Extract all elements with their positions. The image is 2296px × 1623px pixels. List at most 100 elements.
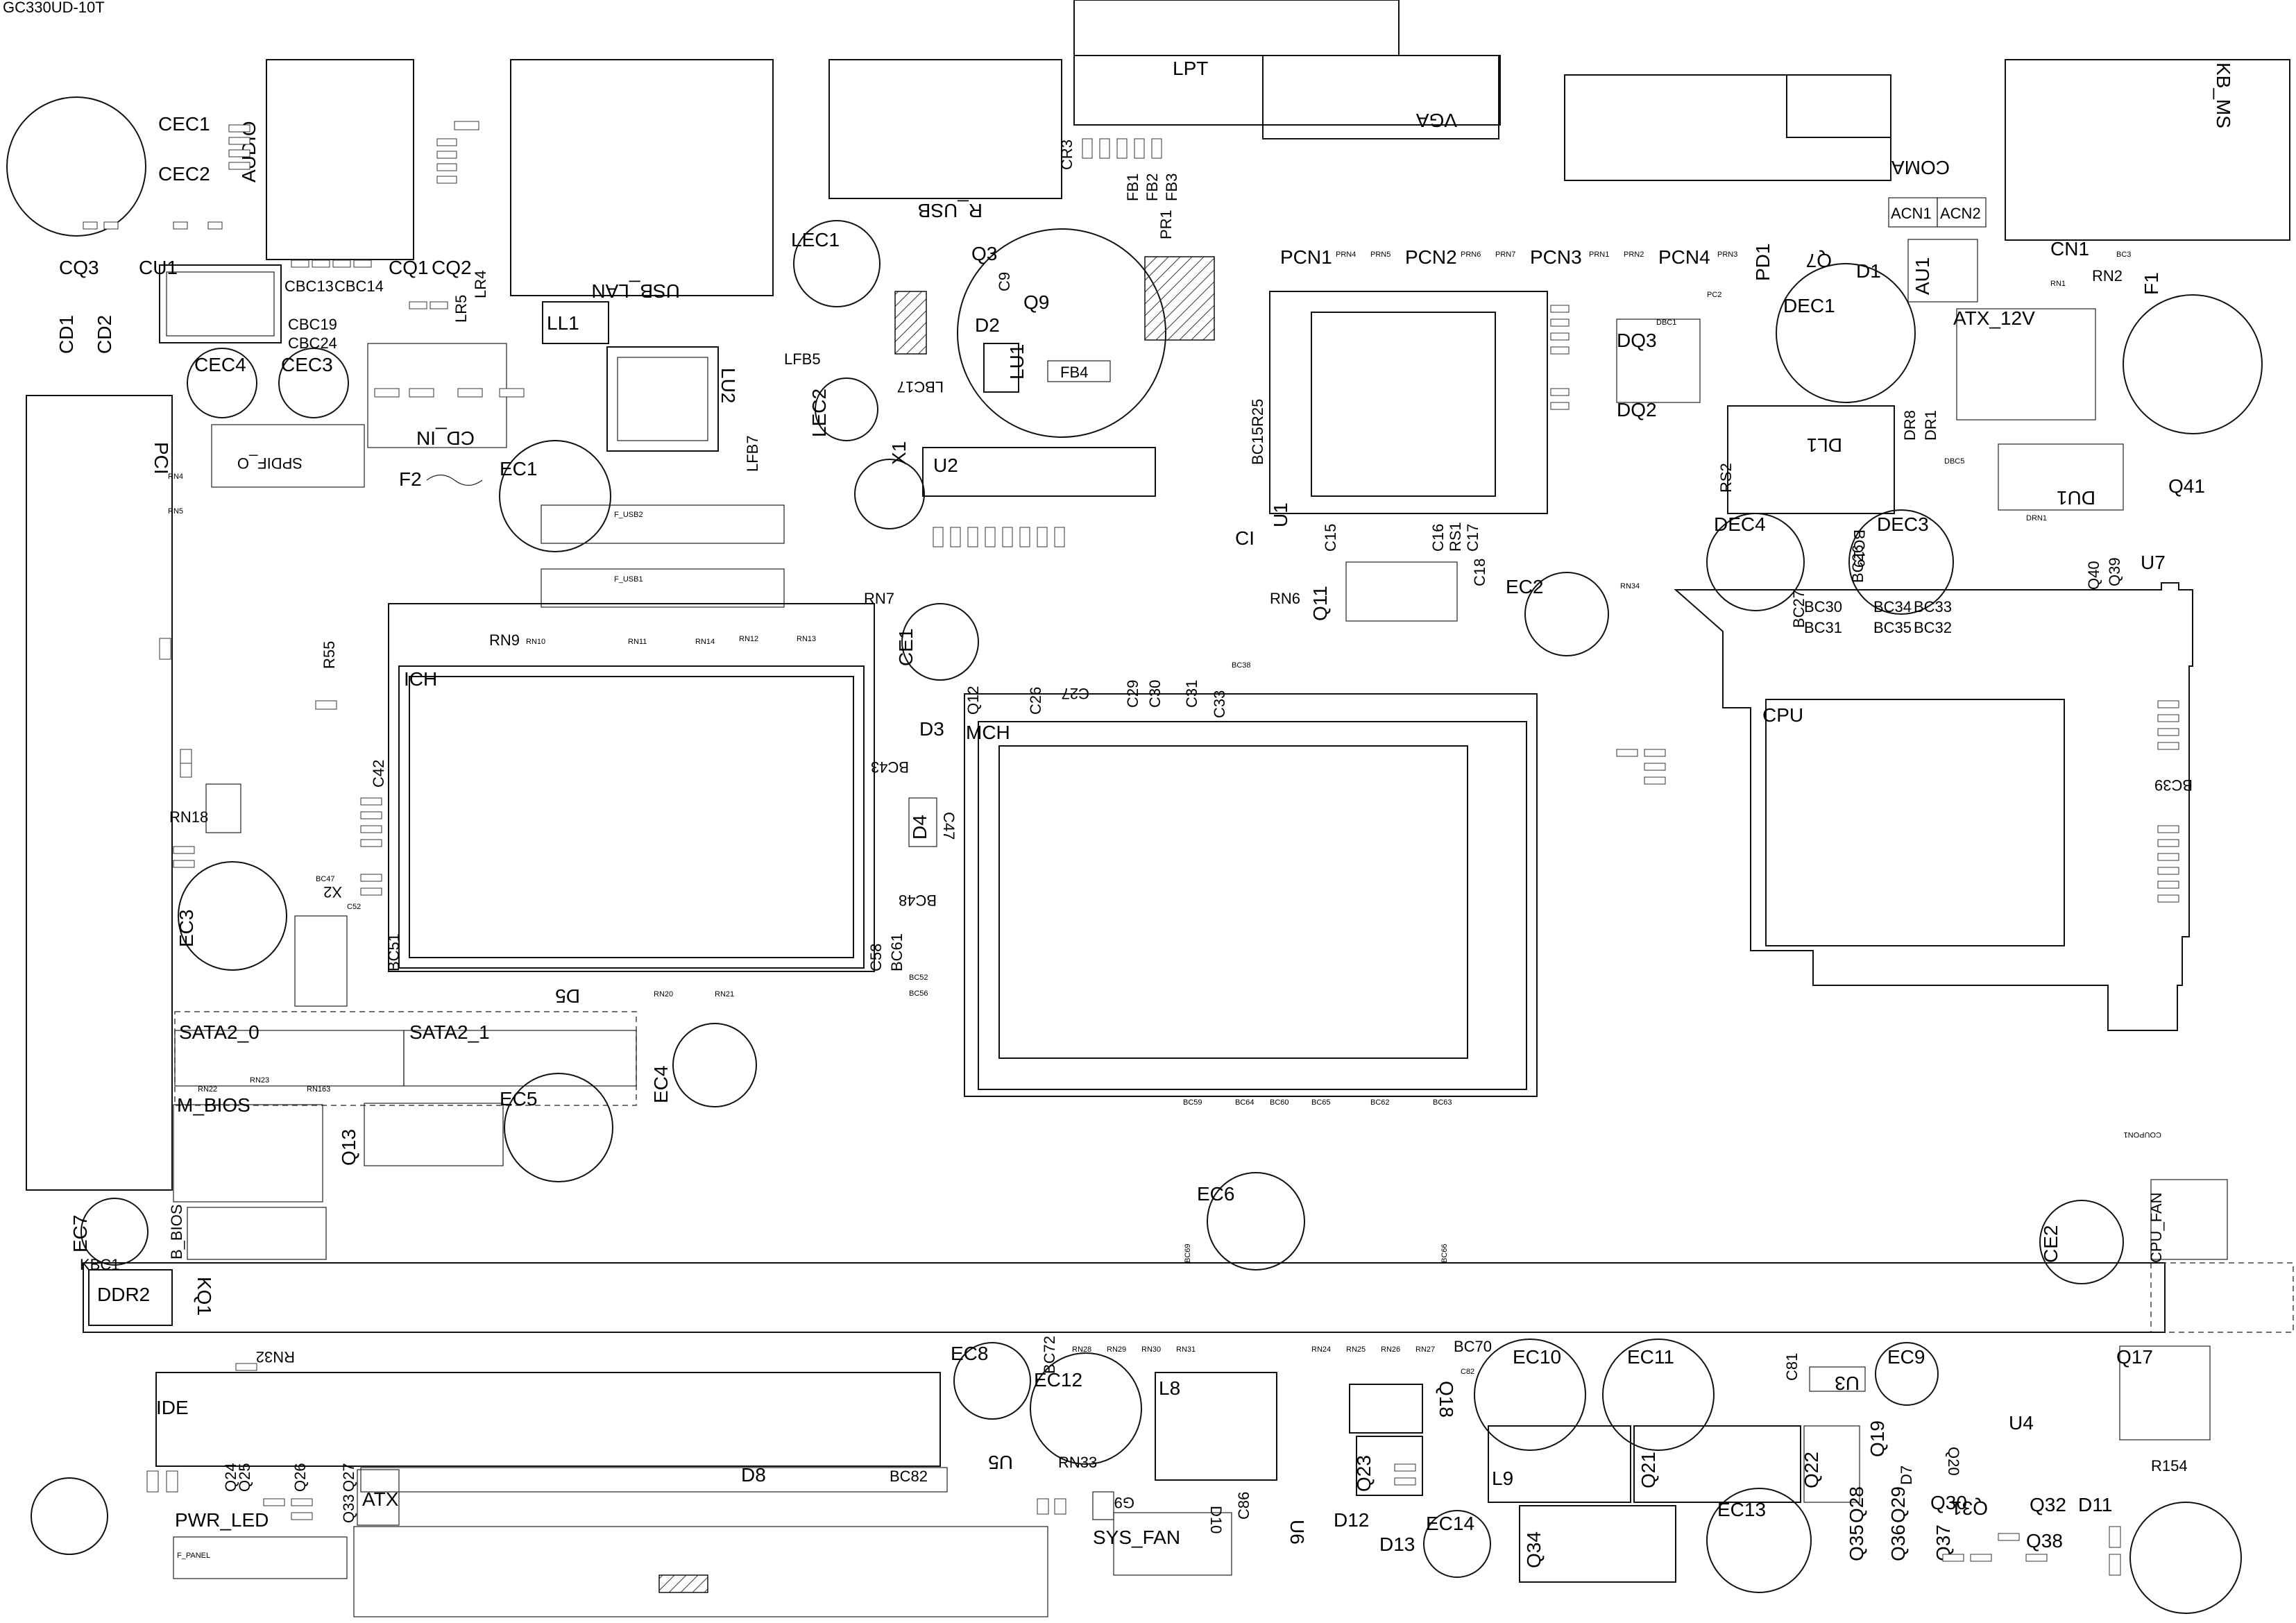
lfb7-label: LFB7 [744, 435, 761, 472]
mch-die [998, 745, 1468, 1059]
lec2-cap [815, 377, 878, 441]
sys-fan-label: SYS_FAN [1093, 1527, 1180, 1548]
mount-hole-tr [2123, 294, 2263, 434]
f-usb2-label: F_USB2 [614, 511, 643, 519]
dq-area [1616, 318, 1701, 403]
smd-component-field [83, 121, 2179, 1576]
cec3-cap [278, 348, 349, 418]
bc30-label: BC30 [1804, 598, 1842, 615]
bc47-label: BC47 [316, 875, 335, 883]
ci-label: CI [1235, 527, 1255, 549]
ec5-cap [504, 1073, 613, 1182]
ich-outline [388, 603, 875, 972]
x2-crystal [294, 915, 348, 1007]
prn1-label: PRN1 [1589, 250, 1609, 259]
dq3-label: DQ3 [1617, 330, 1657, 351]
cpu-fan-dash-area [2150, 1262, 2294, 1333]
q11-label: Q11 [1309, 586, 1331, 621]
q23-part [1356, 1436, 1423, 1496]
acn1-label: ACN1 [1891, 205, 1932, 222]
pr1-label: PR1 [1157, 210, 1175, 239]
u6-label: U6 [1286, 1520, 1308, 1545]
ll1-label: LL1 [547, 312, 579, 334]
atx-label: ATX [362, 1488, 399, 1510]
sata2-1-label: SATA2_1 [409, 1021, 490, 1043]
coma-shell [1786, 74, 1891, 138]
bc63-label: BC63 [1433, 1098, 1452, 1107]
rn5-label: RN5 [168, 507, 183, 516]
rn6-label: RN6 [1270, 590, 1300, 607]
cec2-label: CEC2 [158, 163, 210, 185]
f-panel-label: F_PANEL [177, 1552, 210, 1560]
q17-part [2119, 1345, 2211, 1441]
sata2-0-label: SATA2_0 [179, 1021, 260, 1043]
rn21-label: RN21 [715, 990, 734, 999]
ich-label: ICH [404, 668, 437, 690]
rn26-label: RN26 [1381, 1345, 1400, 1354]
ce1-cap [901, 603, 979, 681]
q25-label: Q25 [236, 1463, 253, 1492]
q13-area [364, 1103, 504, 1166]
dr1-label: DR1 [1922, 410, 1939, 441]
r-usb-label: R_USB [918, 200, 983, 221]
dbc5-label: DBC5 [1944, 457, 1964, 466]
hatched-pad-right [1144, 256, 1215, 341]
m-bios-socket [173, 1104, 323, 1203]
x1-crystal-area [854, 459, 925, 529]
drn1-label: DRN1 [2026, 514, 2047, 522]
lu2-label: LU2 [717, 368, 739, 403]
ec5-label: EC5 [500, 1088, 537, 1110]
c86-label: C86 [1235, 1492, 1252, 1520]
fb4-label: FB4 [1060, 364, 1088, 381]
ec1-label: EC1 [500, 458, 537, 479]
ide-lower-row [360, 1467, 948, 1493]
rn13-label: RN13 [797, 635, 816, 643]
f-usb1-label: F_USB1 [614, 575, 643, 584]
kb-ms-connector [2005, 59, 2290, 241]
q24-label: Q24 [222, 1463, 239, 1492]
au1-label: AU1 [1912, 257, 1933, 295]
lec1-cap [793, 220, 881, 307]
rn25-label: RN25 [1346, 1345, 1366, 1354]
q22-label: Q22 [1801, 1452, 1822, 1488]
cpu-socket [1765, 699, 2065, 946]
ec10-label: EC10 [1513, 1346, 1561, 1368]
dec3-cap [1848, 509, 1954, 615]
hatched-pad-left [894, 291, 927, 355]
prn5-label: PRN5 [1370, 250, 1391, 259]
d11-label: D11 [2078, 1494, 2112, 1515]
cbc19-label: CBC19 [288, 316, 337, 333]
bc72-label: BC72 [1041, 1336, 1058, 1374]
ec11-label: EC11 [1627, 1346, 1674, 1368]
cq2-label: CQ2 [432, 257, 472, 278]
c-bottom-a [1092, 1491, 1114, 1520]
lu2-die [617, 357, 708, 441]
rn31-label: RN31 [1176, 1345, 1196, 1354]
q38-label: Q38 [2026, 1530, 2063, 1552]
lower-left-outline [353, 1526, 1048, 1617]
u7-label: U7 [2141, 552, 2166, 573]
cu1-label: CU1 [139, 257, 178, 278]
bc33-label: BC33 [1914, 598, 1952, 615]
cpu-fan-label: CPU_FAN [2148, 1193, 2165, 1263]
cpu-label: CPU [1762, 704, 1803, 726]
rn30-label: RN30 [1141, 1345, 1161, 1354]
cec4-label: CEC4 [194, 354, 246, 375]
cpu-fan-connector [2150, 1179, 2228, 1260]
ec12-cap [1030, 1352, 1142, 1465]
rn34-label: RN34 [1620, 582, 1640, 590]
x2-label: X2 [323, 883, 342, 901]
lpt-label: LPT [1173, 58, 1208, 79]
bc56-label: BC56 [909, 989, 928, 998]
q40-label: Q40 [2085, 561, 2102, 590]
cpu-socket-outline [1674, 582, 2193, 1031]
q33-label: Q33 [340, 1494, 357, 1523]
acn2-label: ACN2 [1940, 205, 1981, 222]
audio-connector [266, 59, 414, 260]
cec1-label: CEC1 [158, 113, 210, 135]
q34-part [1519, 1505, 1676, 1583]
fb1-label: FB1 [1124, 173, 1141, 201]
lec1-label: LEC1 [791, 229, 840, 250]
l9-inductor [1488, 1425, 1631, 1503]
pwr-led-label: PWR_LED [175, 1509, 269, 1531]
